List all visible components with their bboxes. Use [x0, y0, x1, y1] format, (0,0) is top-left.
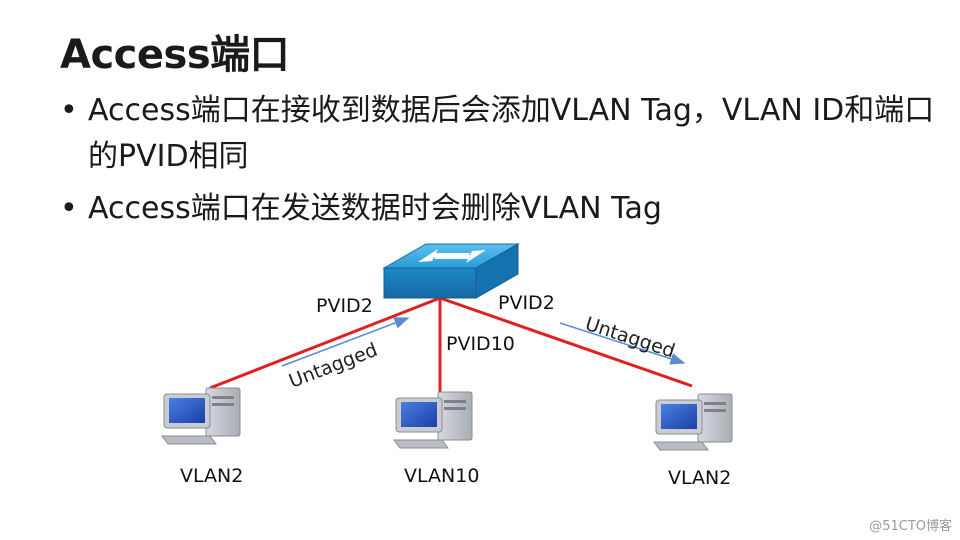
- computer-icon: [393, 391, 473, 449]
- bullet-item: • Access端口在发送数据时会删除VLAN Tag: [60, 186, 940, 232]
- bullet-dot-icon: •: [60, 93, 78, 128]
- bullet-dot-icon: •: [60, 191, 78, 226]
- port-label-middle: PVID10: [446, 333, 515, 355]
- host-vlan-label: VLAN10: [404, 465, 479, 487]
- host-vlan-label: VLAN2: [180, 465, 243, 487]
- link-right: [439, 296, 693, 388]
- link-left: [209, 296, 441, 390]
- bullet-text: Access端口在接收到数据后会添加VLAN Tag，VLAN ID和端口的PV…: [88, 93, 935, 174]
- computer-icon: [161, 387, 241, 445]
- untagged-label-right: Untagged: [582, 313, 677, 363]
- watermark: @51CTO博客: [869, 519, 952, 534]
- untagged-arrow-left: [281, 317, 410, 367]
- untagged-arrow-right: [559, 322, 686, 365]
- switch-icon: [382, 243, 520, 299]
- bullet-item: • Access端口在接收到数据后会添加VLAN Tag，VLAN ID和端口的…: [60, 88, 940, 180]
- bullet-list: • Access端口在接收到数据后会添加VLAN Tag，VLAN ID和端口的…: [60, 88, 940, 238]
- slide-title: Access端口: [60, 32, 290, 78]
- computer-icon: [653, 393, 733, 451]
- port-label-left: PVID2: [316, 295, 373, 317]
- bullet-text: Access端口在发送数据时会删除VLAN Tag: [88, 191, 662, 226]
- host-vlan-label: VLAN2: [668, 467, 731, 489]
- port-label-right: PVID2: [498, 292, 555, 314]
